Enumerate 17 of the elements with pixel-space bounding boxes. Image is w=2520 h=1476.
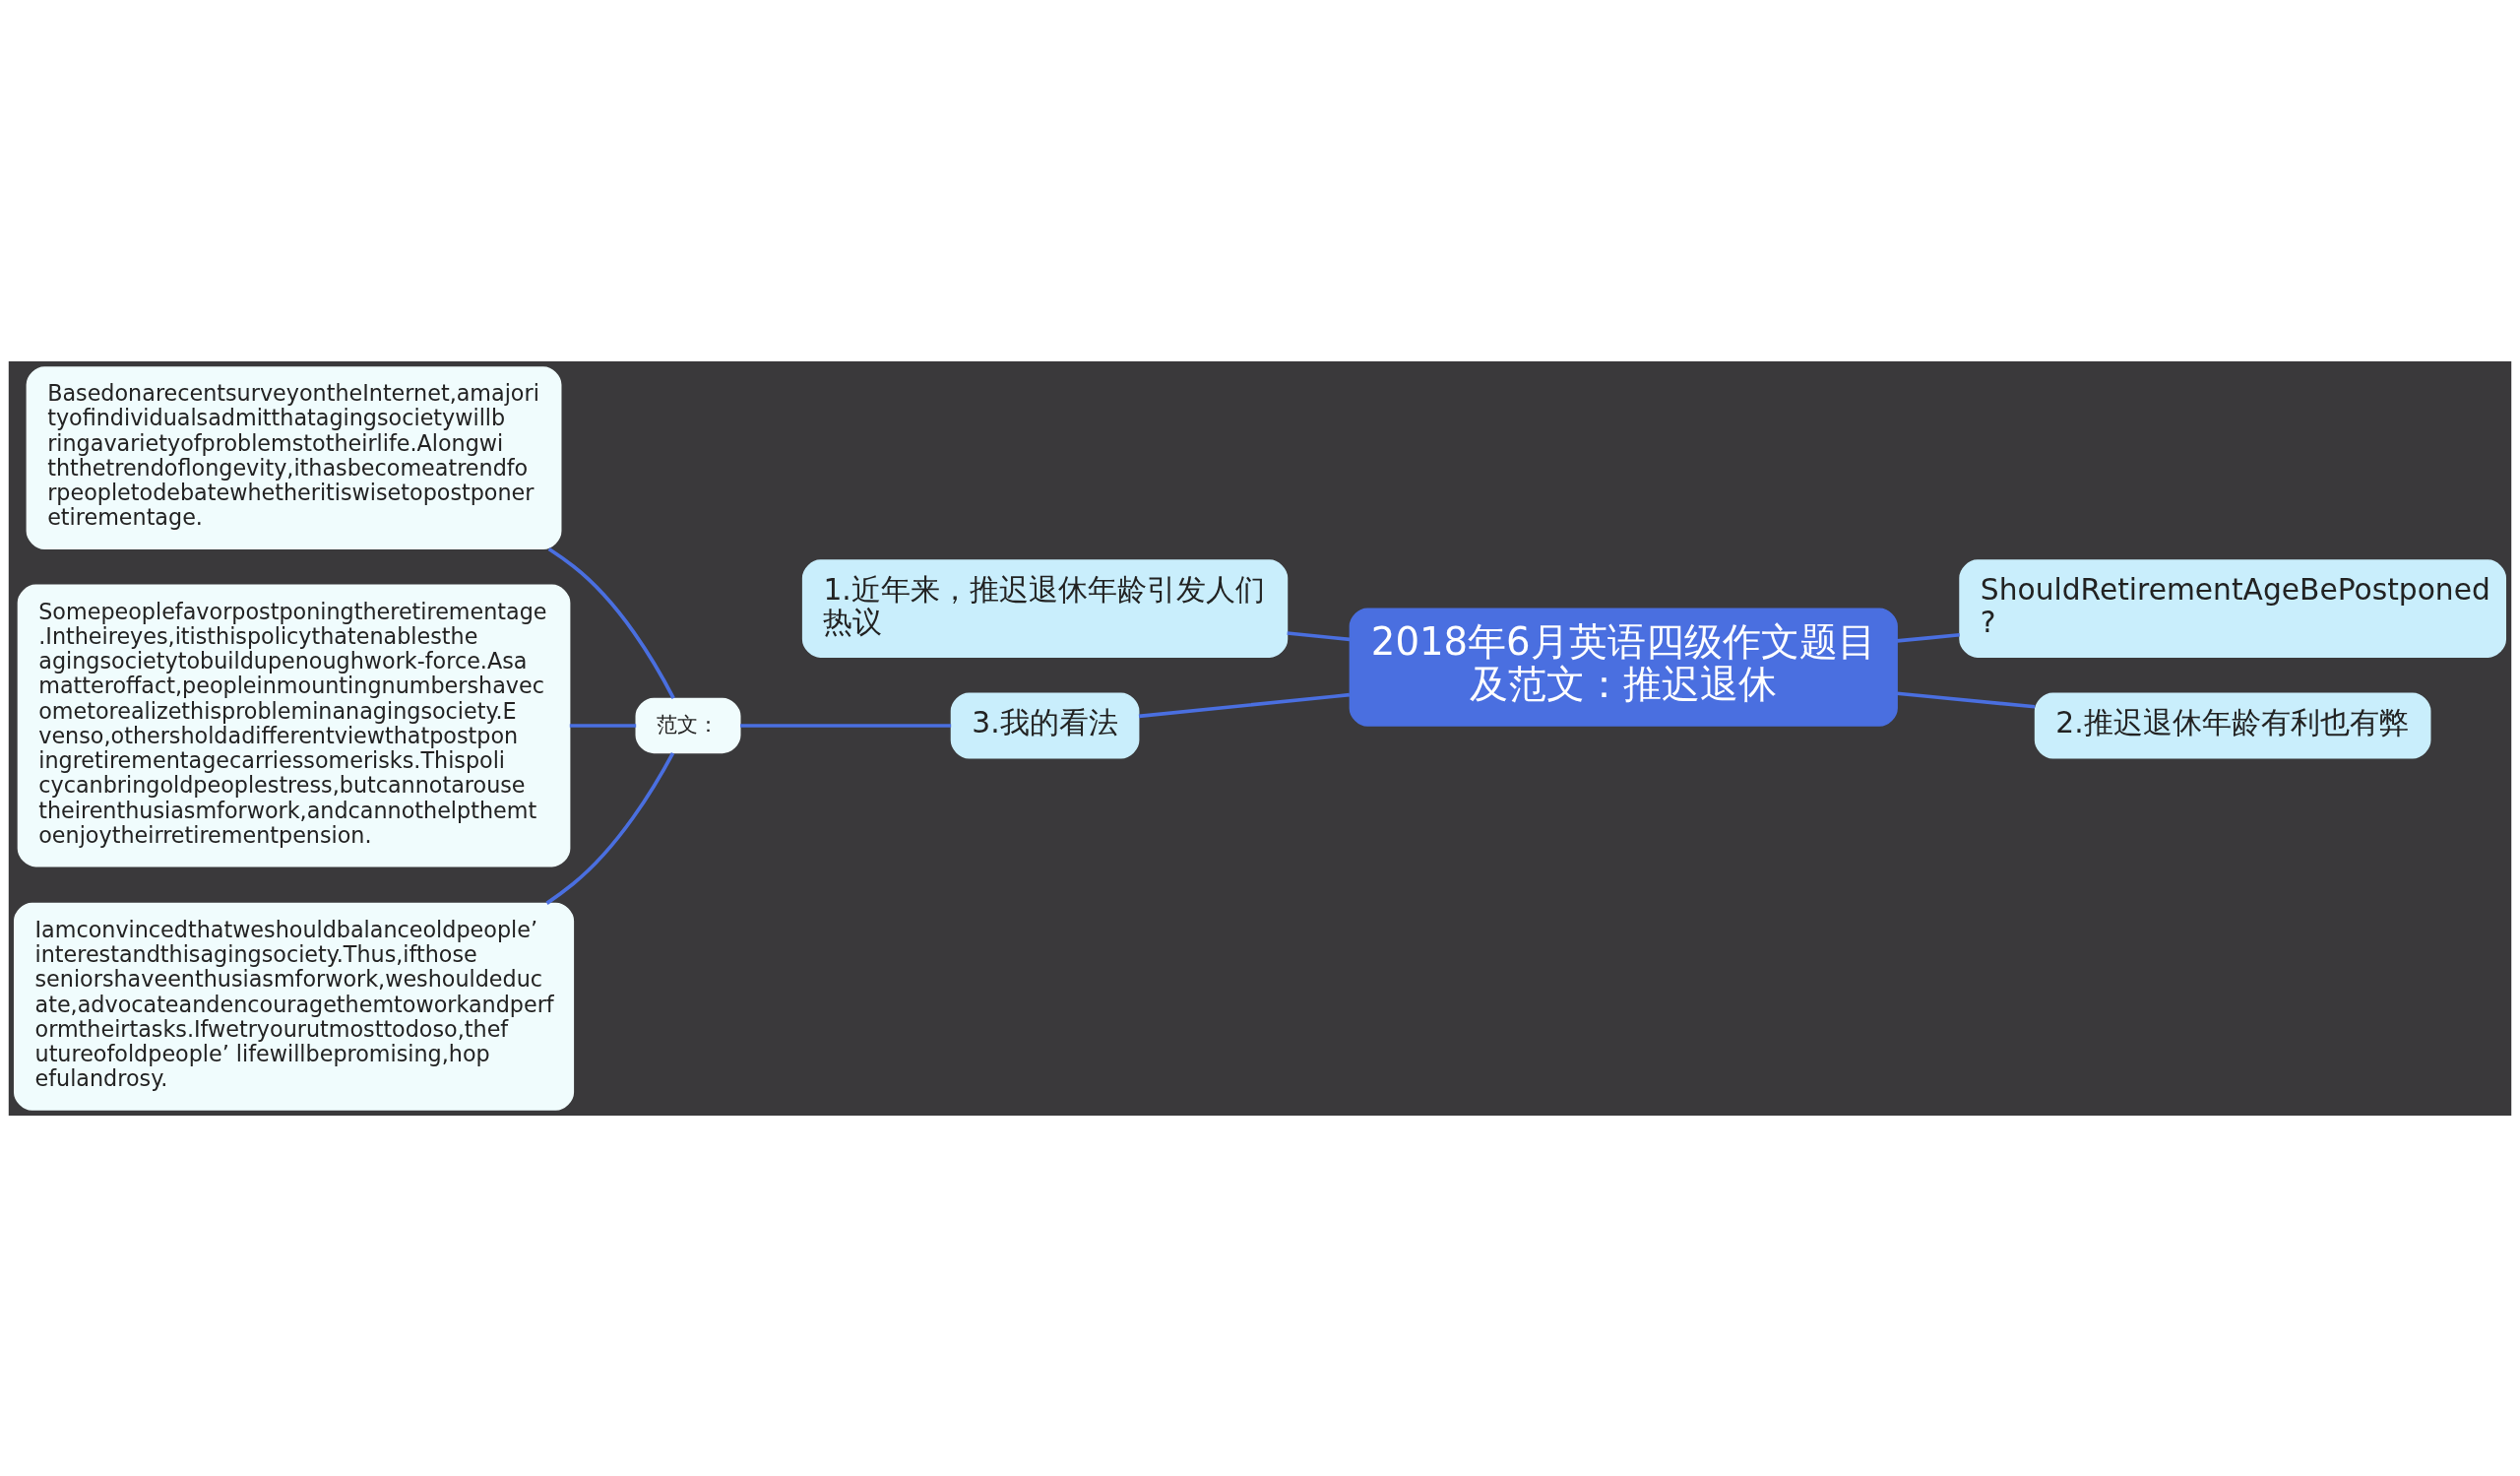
node-box: BasedonarecentsurveyontheInternet,amajorityofindividualsadmitthatagingsocietywillbringavarietyofproblemstotheirlife.Alongwiththetrendoflongevity,ithasbecomeatrendforpeopletodebatewhetheritiswisetopostponeretirementage. (26, 365, 562, 549)
node-box: 范文： (635, 697, 741, 753)
node-box: 2.推迟退休年龄有利也有弊 (2034, 692, 2431, 758)
connector (740, 723, 952, 728)
connector (1897, 690, 2036, 709)
node-box: ShouldRetirementAgeBePostponed? (1959, 558, 2506, 658)
connector (1138, 692, 1351, 718)
node-box: 3.我的看法 (950, 692, 1140, 758)
node-box: 2018年6月英语四级作文题目及范文：推迟退休 (1349, 607, 1898, 727)
connector (545, 751, 675, 905)
connector (547, 546, 675, 699)
node-box: Iamconvincedthatweshouldbalanceoldpeople’ interestandthisagingsociety.Thus,ifthoseseniorshaveenthusiasmforwork,weshouldeducate,advocateandencouragethemtoworkandperformtheirtasks.Ifwetryourutmosttodoso,thefutureofoldpeople’ lifewillbepromising,hopefulandrosy. (14, 902, 575, 1111)
connector (569, 723, 637, 728)
connector (1287, 630, 1351, 641)
node-box: Somepeoplefavorpostponingtheretirementage.Intheireyes,itisthispolicythatenablestheagingsocietytobuildupenoughwork-force.Asamatteroffact,peopleinmountingnumbershavecometorealizethisprobleminanagingsociety.Evenso,othersholdadifferentviewthatpostponingretirementagecarriessomerisks.Thispolicycanbringoldpeoplestress,butcannotarousetheirenthusiasmforwork,andcannothelpthemtoenjoytheirretirementpension. (17, 584, 571, 866)
connector (1897, 632, 1960, 643)
node-box: 1.近年来，推迟退休年龄引发人们热议 (801, 558, 1289, 658)
